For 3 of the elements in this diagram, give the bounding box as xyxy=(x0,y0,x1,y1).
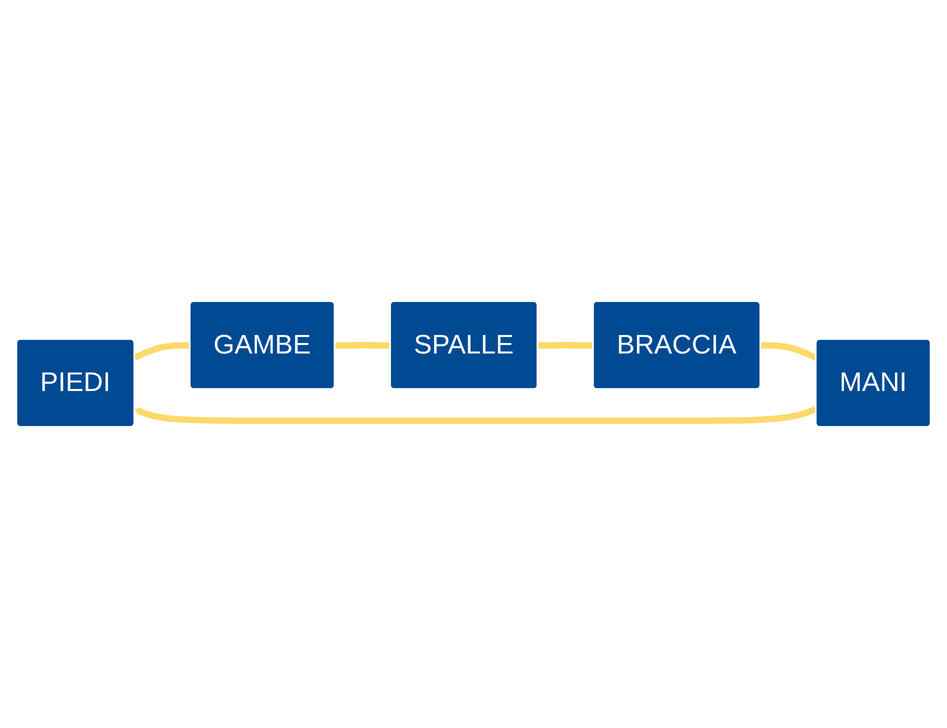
connector xyxy=(133,342,190,360)
connector xyxy=(538,342,594,349)
connector xyxy=(334,342,391,349)
